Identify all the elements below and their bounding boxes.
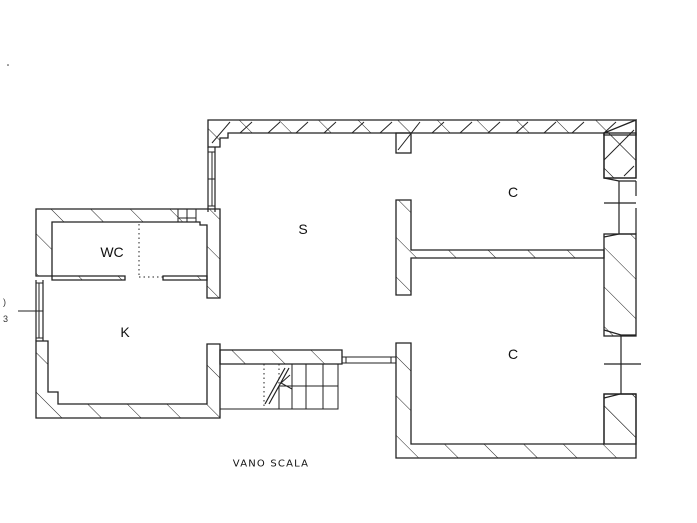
window-right-lower (603, 329, 641, 399)
svg-text:3: 3 (3, 314, 8, 324)
room-label-k: K (120, 324, 130, 340)
mark-dot (7, 64, 9, 66)
room-label-wc: WC (100, 244, 124, 260)
room-label-s: S (298, 221, 308, 237)
stair-well (219, 349, 396, 410)
wall-hatching (211, 121, 635, 177)
room-label-c-lower: C (507, 346, 519, 362)
door-opening-lower-c (342, 356, 396, 364)
vent-wc (177, 208, 197, 223)
svg-text:): ) (3, 297, 6, 307)
window-right-upper (603, 177, 637, 238)
left-block-walls (18, 208, 221, 419)
window-k-left (18, 280, 44, 341)
main-block-walls (207, 119, 641, 459)
window-s-left (207, 147, 216, 212)
room-label-c-upper: C (507, 184, 519, 200)
stair-well-caption: VANO SCALA (232, 458, 310, 470)
